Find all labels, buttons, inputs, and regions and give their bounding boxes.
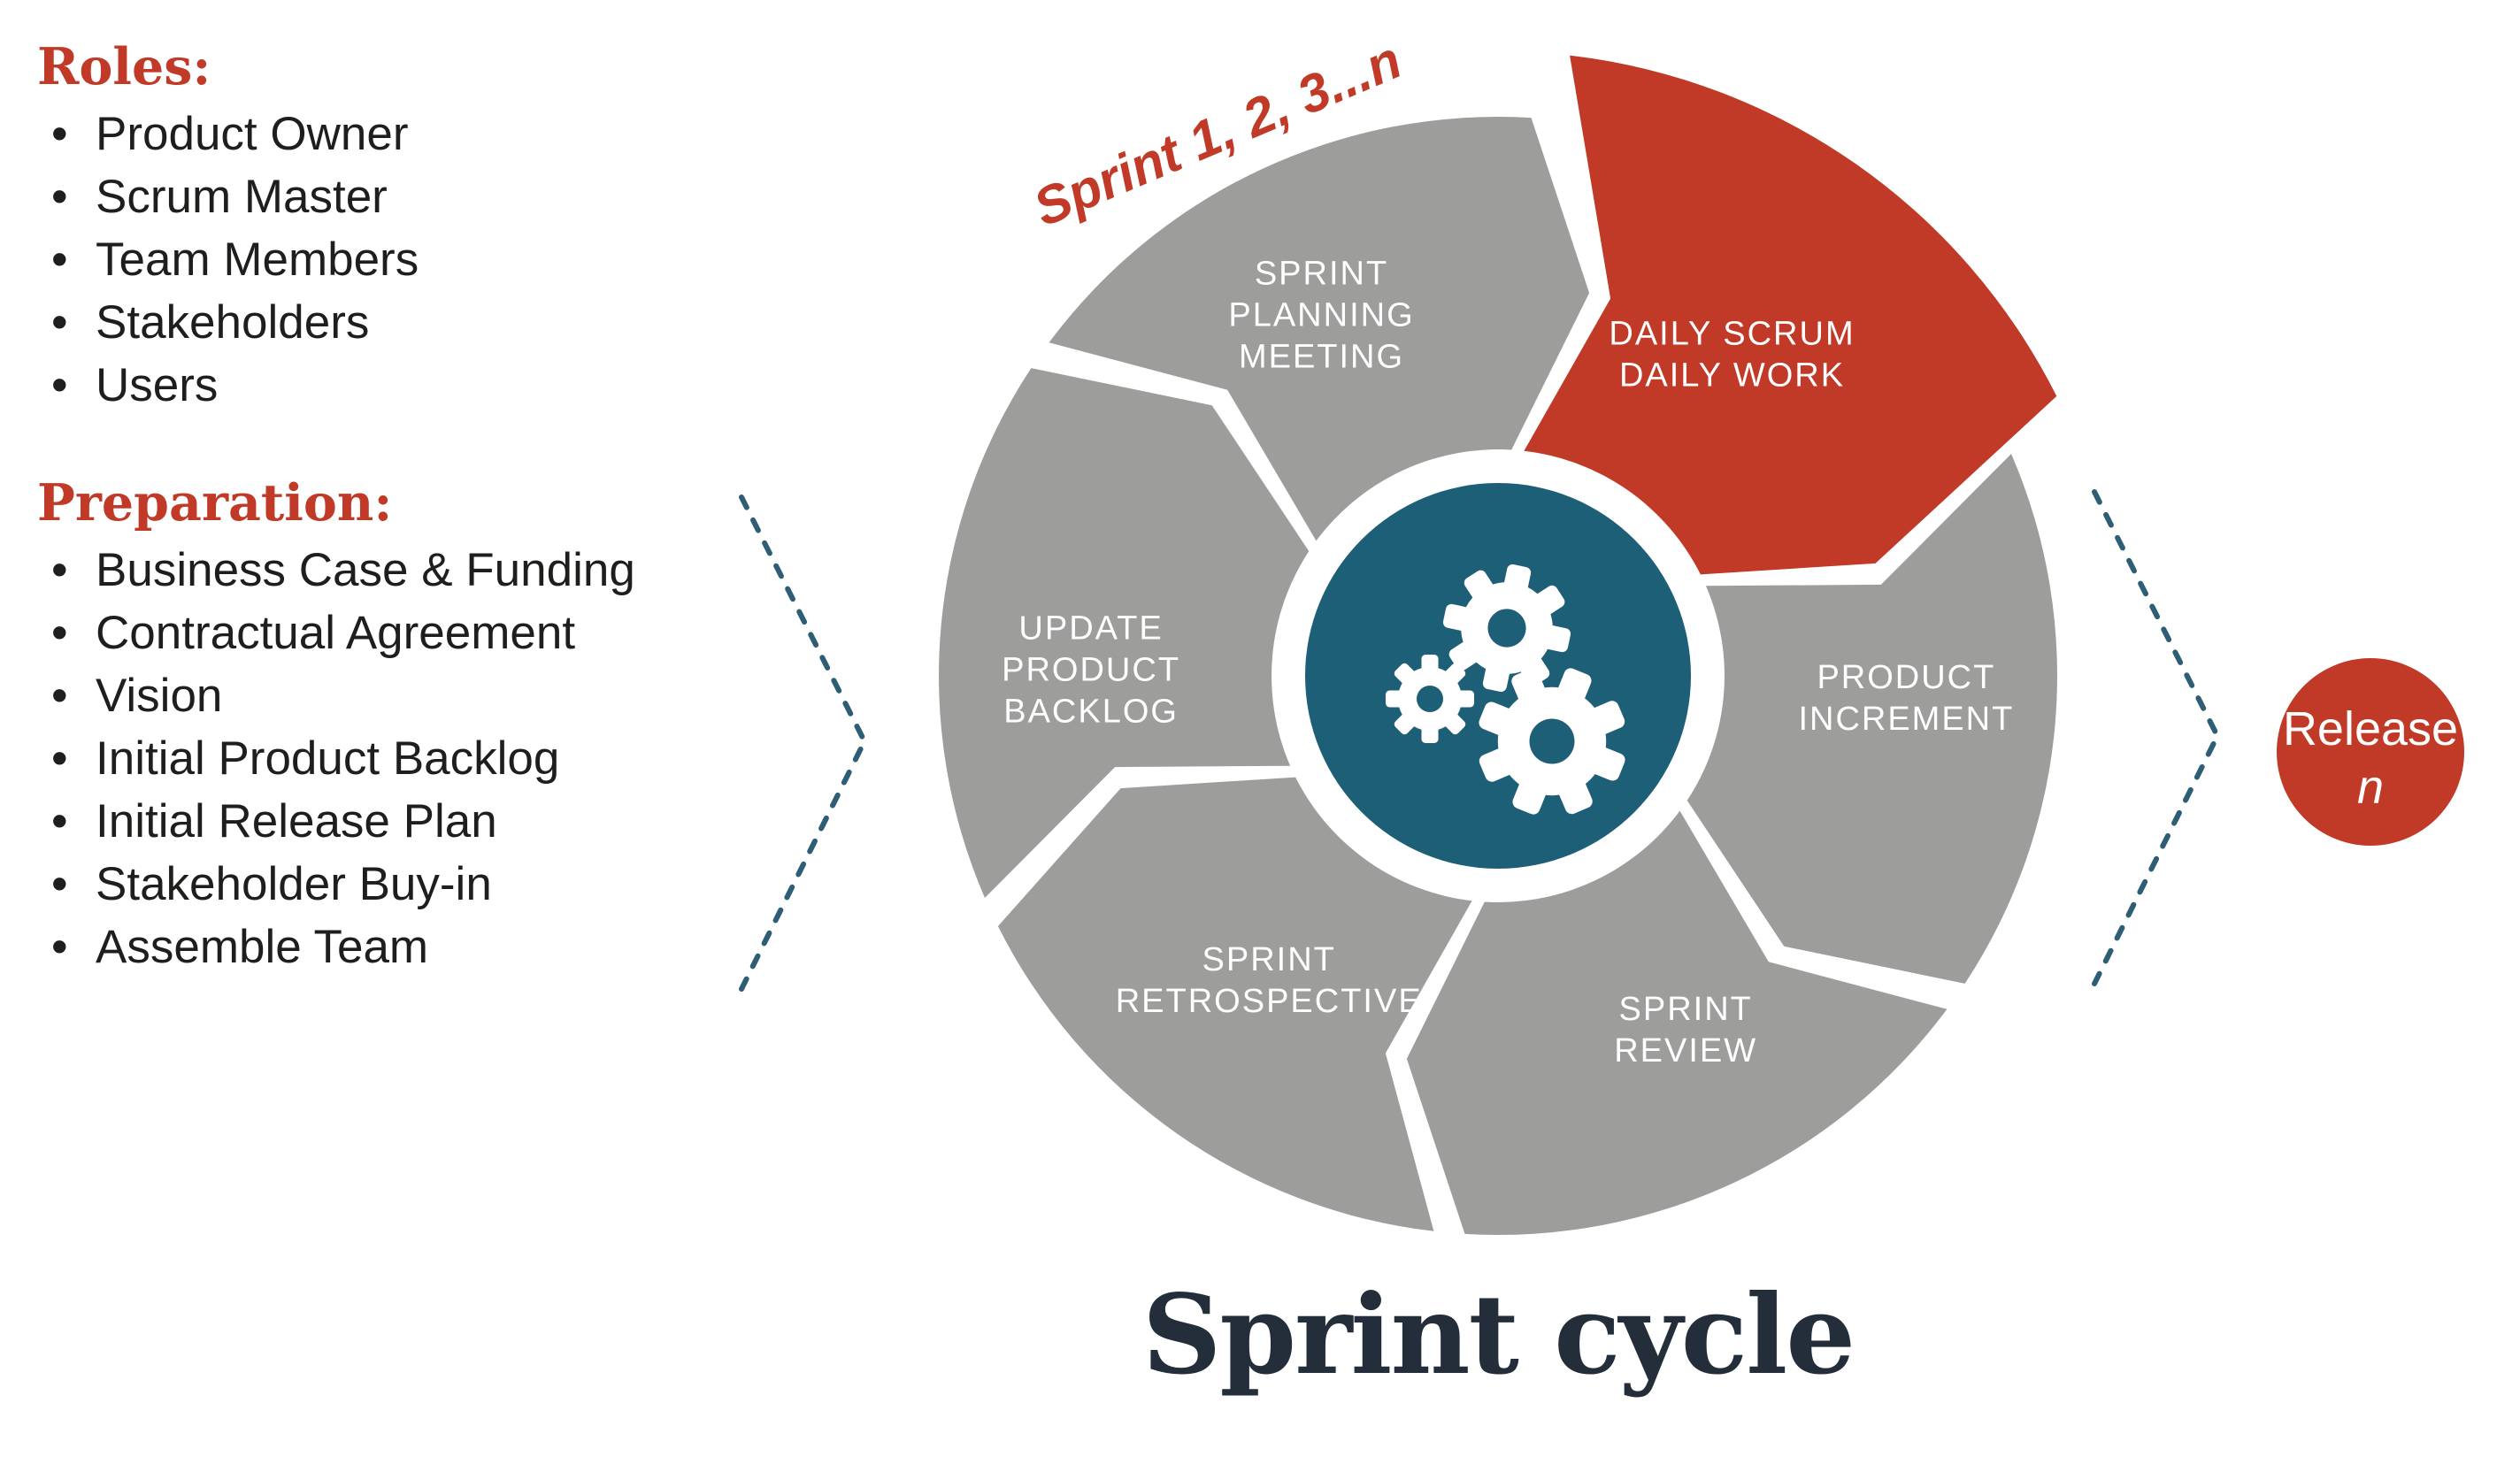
list-item: Users xyxy=(37,354,763,417)
list-item: Product Owner xyxy=(37,103,763,165)
roles-list: Product Owner Scrum Master Team Members … xyxy=(37,103,763,417)
cycle-segment-product-increment xyxy=(1686,454,2057,984)
preparation-list: Business Case & Funding Contractual Agre… xyxy=(37,539,763,978)
cycle-segment-sprint-planning-meeting xyxy=(1049,116,1590,541)
cycle-segment-daily-scrum-daily-work xyxy=(1524,55,2057,575)
list-item: Assemble Team xyxy=(37,916,763,978)
list-item: Scrum Master xyxy=(37,165,763,228)
prep-item-label: Initial Release Plan xyxy=(96,795,497,847)
prep-item-label: Initial Product Backlog xyxy=(96,732,560,785)
prep-item-label: Assemble Team xyxy=(96,921,429,973)
preparation-heading: Preparation: xyxy=(37,473,393,533)
gear-icon xyxy=(1442,564,1571,693)
list-item: Initial Product Backlog xyxy=(37,727,763,790)
diagram-title: Sprint cycle xyxy=(1141,1271,1855,1399)
dashed-chevron-right xyxy=(2092,489,2221,986)
prep-item-label: Stakeholder Buy-in xyxy=(96,858,492,910)
role-item-label: Product Owner xyxy=(96,108,409,160)
list-item: Initial Release Plan xyxy=(37,790,763,853)
preparation-section: Preparation: Business Case & Funding Con… xyxy=(37,470,763,978)
gear-icon xyxy=(1386,655,1474,743)
left-info-panel: Roles: Product Owner Scrum Master Team M… xyxy=(37,34,763,978)
prep-item-label: Business Case & Funding xyxy=(96,544,635,596)
role-item-label: Stakeholders xyxy=(96,296,370,349)
role-item-label: Scrum Master xyxy=(96,171,388,223)
list-item: Stakeholders xyxy=(37,291,763,354)
roles-heading: Roles: xyxy=(37,37,211,96)
release-circle xyxy=(2277,658,2464,846)
list-item: Stakeholder Buy-in xyxy=(37,853,763,916)
roles-section: Roles: Product Owner Scrum Master Team M… xyxy=(37,34,763,417)
prep-item-label: Vision xyxy=(96,670,223,722)
dashed-chevron-left xyxy=(739,494,868,992)
prep-item-label: Contractual Agreement xyxy=(96,607,576,659)
cycle-segment-sprint-review xyxy=(1406,810,1948,1236)
list-item: Team Members xyxy=(37,228,763,291)
cycle-segment-update-product-backlog xyxy=(939,368,1310,899)
list-item: Business Case & Funding xyxy=(37,539,763,602)
list-item: Contractual Agreement xyxy=(37,602,763,664)
role-item-label: Users xyxy=(96,359,219,411)
list-item: Vision xyxy=(37,664,763,727)
gear-icon xyxy=(1479,668,1625,815)
role-item-label: Team Members xyxy=(96,234,419,286)
cycle-segment-sprint-retrospective xyxy=(997,777,1472,1231)
